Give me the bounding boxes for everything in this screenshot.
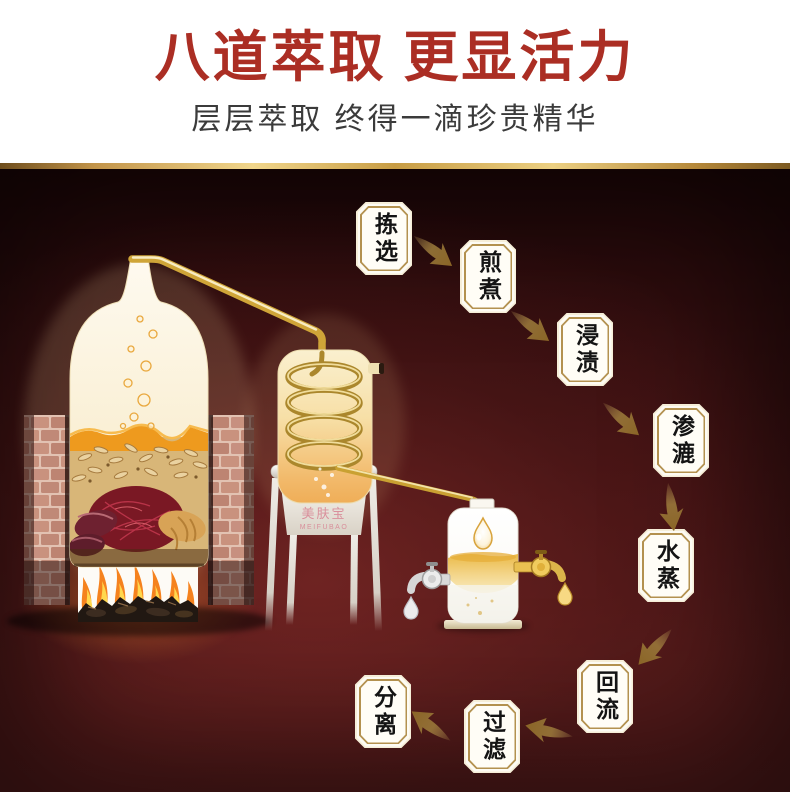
step-badge-select: 拣选 bbox=[356, 202, 412, 275]
bubbles bbox=[119, 315, 158, 430]
flow-arrow-icon bbox=[413, 236, 453, 266]
step-label: 过滤 bbox=[479, 709, 506, 764]
step-badge-percolate: 渗漉 bbox=[653, 404, 709, 477]
step-badge-steam: 水蒸 bbox=[638, 529, 694, 602]
flow-arrow-icon bbox=[525, 718, 573, 743]
step-label: 分离 bbox=[370, 684, 397, 739]
step-label: 渗漉 bbox=[668, 413, 695, 468]
charcoal bbox=[78, 596, 198, 622]
flask-herbs bbox=[70, 423, 208, 567]
ginseng-root bbox=[158, 510, 206, 551]
step-label: 拣选 bbox=[371, 211, 398, 266]
step-badge-decoct: 煎煮 bbox=[460, 240, 516, 313]
page-subtitle: 层层萃取 终得一滴珍贵精华 bbox=[191, 103, 599, 136]
flow-arrow-icon bbox=[659, 482, 684, 532]
step-badge-reflux: 回流 bbox=[577, 660, 633, 733]
step-label: 浸渍 bbox=[572, 322, 599, 377]
step-label: 煎煮 bbox=[475, 249, 502, 304]
gold-drop-icon bbox=[557, 581, 573, 606]
step-badge-separate: 分离 bbox=[355, 675, 411, 748]
step-badge-soak: 浸渍 bbox=[557, 313, 613, 386]
brand-name-en: MEIFUBAO bbox=[300, 524, 349, 531]
header: 八道萃取 更显活力 层层萃取 终得一滴珍贵精华 bbox=[0, 0, 790, 163]
page-title: 八道萃取 更显活力 bbox=[154, 27, 636, 88]
step-label: 回流 bbox=[592, 669, 619, 724]
step-label: 水蒸 bbox=[653, 538, 680, 593]
flow-arrow-icon bbox=[602, 402, 640, 436]
gold-divider bbox=[0, 163, 790, 169]
faucet-right bbox=[513, 550, 573, 606]
water-drop-icon bbox=[403, 595, 419, 620]
step-badge-filter: 过滤 bbox=[464, 700, 520, 773]
faucet-left bbox=[403, 562, 451, 620]
condenser-bubbles bbox=[314, 467, 334, 497]
flow-arrow-icon bbox=[411, 711, 451, 741]
fire-chamber bbox=[78, 559, 198, 622]
flow-arrow-icon bbox=[638, 629, 672, 665]
brand-name-cn: 美肤宝 bbox=[301, 506, 346, 521]
furnace-left-pillar bbox=[24, 415, 70, 605]
saffron-threads bbox=[88, 486, 184, 552]
essence-drop-icon bbox=[473, 516, 493, 550]
vapor-pipe bbox=[128, 255, 326, 359]
coil-condenser bbox=[277, 349, 384, 504]
furnace-right-pillar bbox=[208, 415, 254, 605]
gold-coil bbox=[285, 361, 363, 471]
extraction-apparatus-illustration: 美肤宝 MEIFUBAO bbox=[7, 255, 573, 664]
distillation-flask bbox=[69, 256, 209, 568]
collection-vessel bbox=[437, 498, 529, 632]
extraction-scene: 美肤宝 MEIFUBAO bbox=[0, 169, 790, 792]
flow-arrow-icon bbox=[510, 311, 550, 341]
